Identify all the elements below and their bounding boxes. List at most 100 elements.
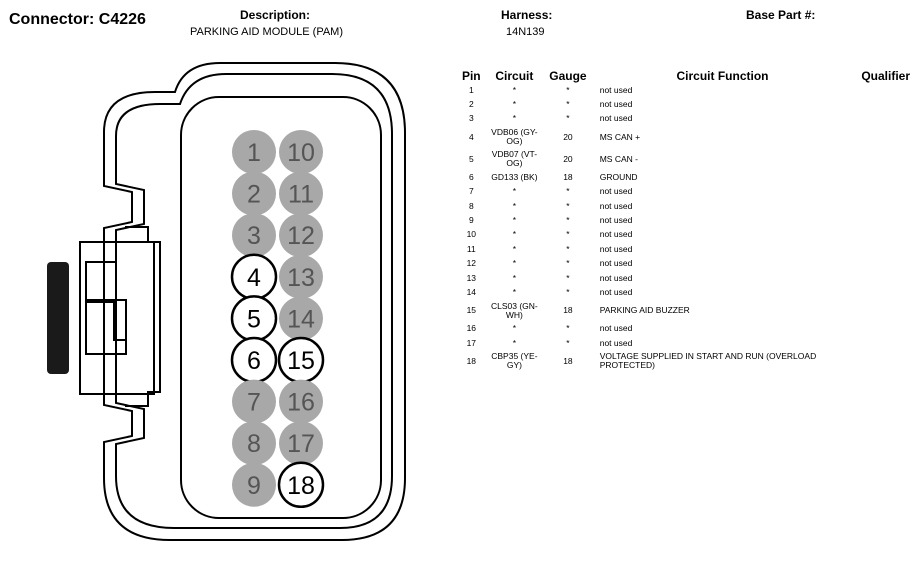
- pin-number-label: 7: [247, 389, 261, 417]
- pin-number-label: 18: [287, 472, 315, 500]
- col-header-function: Circuit Function: [676, 69, 769, 83]
- table-row: 8**not used: [455, 199, 914, 213]
- latch-window-right: [113, 299, 127, 341]
- harness-value: 14N139: [506, 26, 545, 38]
- circuit-cell: VDB06 (GY-OG): [491, 127, 538, 147]
- pin-circle: [279, 130, 323, 174]
- connector-lock-tab: [47, 262, 69, 374]
- pin-cell: 1: [468, 84, 474, 95]
- gauge-cell: *: [566, 215, 570, 226]
- pin-number-label: 8: [247, 430, 261, 458]
- pin-circle: [279, 171, 323, 216]
- table-row: 9 * * not used: [455, 213, 914, 227]
- connector-pin-18: 18: [277, 461, 325, 509]
- connector-pin-2: 2: [232, 171, 276, 216]
- pin-circle: [277, 461, 325, 509]
- pin-cell: 3: [468, 113, 474, 124]
- pin-cell: 18: [466, 355, 477, 366]
- gauge-cell: *: [566, 99, 570, 110]
- col-header-qualifier: Qualifier: [861, 69, 910, 83]
- pin-circle: [232, 171, 276, 216]
- pin-circle: [279, 296, 323, 341]
- pin-number-label: 15: [287, 347, 315, 375]
- gauge-cell: 18: [563, 171, 573, 182]
- pin-cell: 13: [466, 272, 477, 283]
- pin-cell: 5: [468, 153, 474, 164]
- qualifier-cell: [850, 170, 914, 184]
- pinout-table: Pin Circuit Gauge Circuit Function Quali…: [455, 68, 914, 372]
- connector-housing: [79, 62, 406, 541]
- pin-cell: 9: [468, 215, 474, 226]
- table-row: 7**not used: [455, 185, 914, 199]
- circuit-cell: *: [512, 323, 517, 334]
- table-row: 13**not used: [455, 271, 914, 285]
- circuit-cell: *: [512, 258, 517, 269]
- table-row: 14**not used: [455, 285, 914, 299]
- gauge-cell: 20: [563, 131, 573, 142]
- pin-number-label: 16: [287, 389, 315, 417]
- pin-cell: 15: [466, 305, 477, 316]
- housing-outer-outline: [103, 62, 406, 541]
- latch-body: [125, 226, 161, 407]
- connector-pin-12: 12: [279, 213, 323, 258]
- circuit-cell: *: [512, 84, 517, 95]
- qualifier-cell: [850, 350, 914, 372]
- function-cell: not used: [599, 215, 633, 226]
- gauge-cell: 20: [563, 153, 573, 164]
- connector-pin-3: 3: [232, 213, 276, 258]
- function-cell: not used: [599, 286, 633, 297]
- function-cell: not used: [599, 229, 633, 240]
- connector-pin-14: 14: [279, 296, 323, 341]
- connector-pin-7: 7: [232, 379, 276, 424]
- pin-number-label: 17: [287, 430, 315, 458]
- pin-cell: 11: [466, 243, 476, 254]
- gauge-cell: *: [566, 258, 570, 269]
- qualifier-cell: [850, 185, 914, 199]
- gauge-cell: *: [566, 243, 570, 254]
- pin-number-label: 11: [288, 181, 314, 209]
- qualifier-cell: [850, 213, 914, 227]
- pin-cell: 10: [466, 229, 477, 240]
- gauge-cell: *: [566, 337, 570, 348]
- qualifier-cell: [850, 271, 914, 285]
- gauge-cell: 18: [563, 305, 573, 316]
- pin-cell: 8: [468, 200, 474, 211]
- function-cell: not used: [599, 99, 633, 110]
- pin-circle: [279, 379, 323, 424]
- pin-number-label: 5: [247, 305, 261, 333]
- table-header-row: Pin Circuit Gauge Circuit Function Quali…: [455, 68, 914, 83]
- table-row: 10**not used: [455, 228, 914, 242]
- function-cell: MS CAN +: [599, 131, 641, 142]
- circuit-cell: *: [512, 286, 517, 297]
- table-row: 17**not used: [455, 336, 914, 350]
- pin-circle: [279, 421, 323, 466]
- function-cell: MS CAN -: [599, 153, 638, 164]
- connector-pin-13: 13: [279, 254, 323, 299]
- circuit-cell: *: [512, 99, 517, 110]
- latch-window-lower: [85, 299, 127, 355]
- gauge-cell: *: [566, 186, 570, 197]
- pin-cell: 7: [468, 186, 474, 197]
- qualifier-cell: [850, 257, 914, 271]
- gauge-cell: *: [566, 272, 570, 283]
- pin-number-label: 4: [247, 264, 261, 292]
- circuit-cell: *: [512, 229, 517, 240]
- pin-circle: [279, 254, 323, 299]
- table-row: 2**not used: [455, 97, 914, 111]
- function-cell: not used: [599, 243, 633, 254]
- pin-number-label: 3: [247, 222, 261, 250]
- table-row: 3**not used: [455, 112, 914, 126]
- qualifier-cell: [850, 97, 914, 111]
- qualifier-cell: [850, 336, 914, 350]
- circuit-cell: *: [512, 243, 517, 254]
- pin-circle: [232, 379, 276, 424]
- circuit-cell: *: [512, 215, 517, 226]
- qualifier-cell: [850, 199, 914, 213]
- pin-cell: 6: [468, 171, 474, 182]
- housing-inner-outline: [115, 73, 393, 529]
- gauge-cell: 18: [563, 355, 573, 366]
- table-row: 12**not used: [455, 257, 914, 271]
